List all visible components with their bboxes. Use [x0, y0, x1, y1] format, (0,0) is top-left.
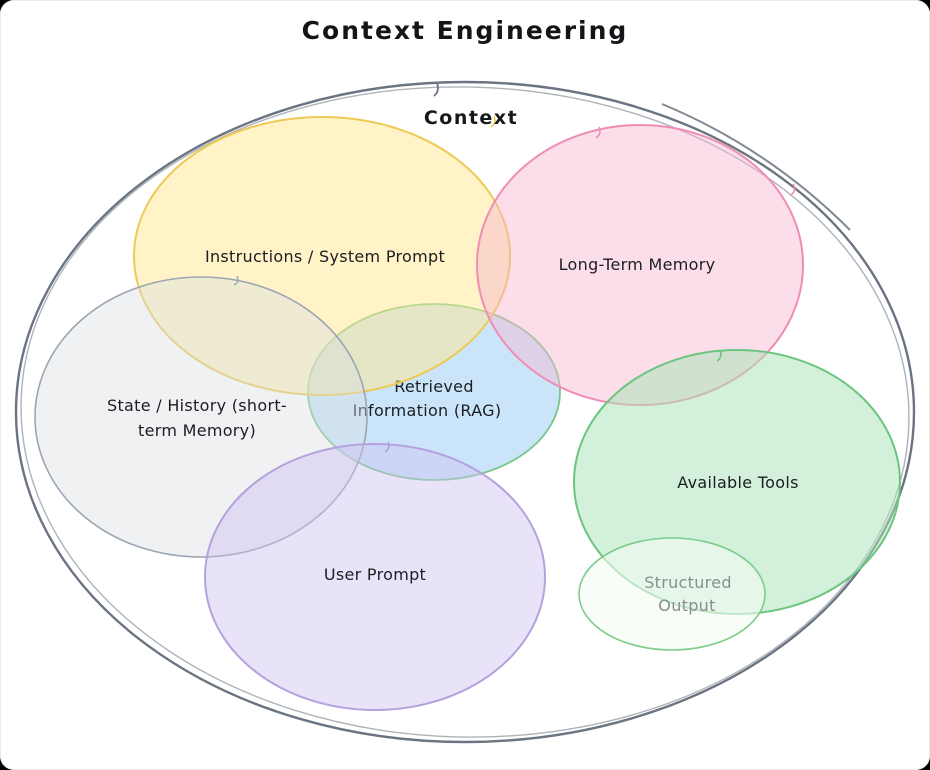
- instructions-label: Instructions / System Prompt: [205, 247, 445, 266]
- long-term-memory-label: Long-Term Memory: [559, 255, 716, 274]
- outer-context-tick: [433, 82, 439, 97]
- rag-label-line2: Information (RAG): [353, 401, 502, 420]
- structured-output-label-line1: Structured: [644, 573, 732, 592]
- instructions-ellipse-tick: [490, 115, 496, 128]
- structured-output-ellipse: [578, 537, 766, 651]
- page-title: Context Engineering: [302, 16, 629, 45]
- structured-output-label-line2: Output: [658, 596, 715, 615]
- instructions-ellipse: [133, 116, 511, 396]
- outer-context-double-stroke: [661, 103, 851, 231]
- long-term-memory-tick-1: [595, 126, 601, 139]
- outer-context-ellipse-echo: [20, 86, 910, 738]
- outer-context-label: Context: [424, 107, 518, 129]
- available-tools-tick: [716, 349, 722, 362]
- state-history-label-line1: State / History (short-: [107, 396, 287, 415]
- rag-label-line1: Retrieved: [394, 377, 474, 396]
- outer-context-ellipse: [14, 80, 916, 744]
- state-history-label-line2: term Memory): [138, 421, 256, 440]
- state-history-ellipse-tick: [233, 275, 239, 286]
- available-tools-label: Available Tools: [677, 473, 798, 492]
- user-prompt-tick: [384, 441, 390, 453]
- state-history-ellipse: [34, 276, 368, 558]
- user-prompt-label: User Prompt: [324, 565, 426, 584]
- user-prompt-ellipse: [204, 443, 546, 711]
- long-term-memory-tick-2: [790, 183, 796, 196]
